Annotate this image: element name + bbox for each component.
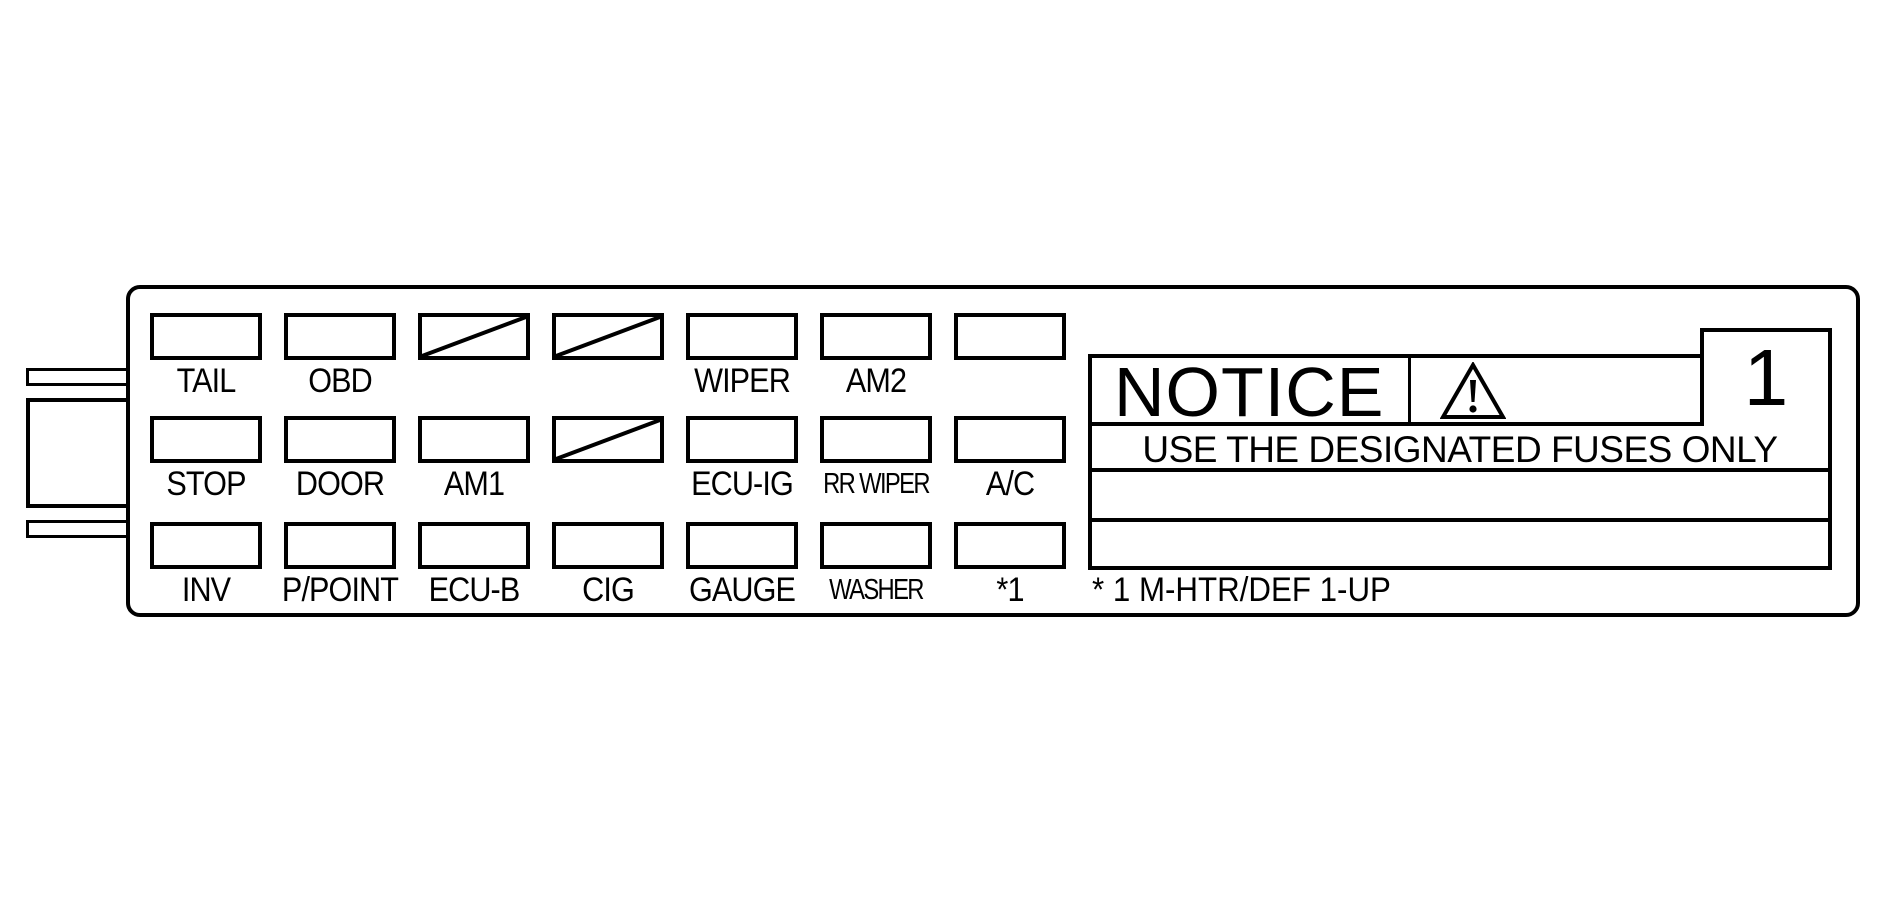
fuse-slot xyxy=(418,522,530,569)
fuse-label: STOP xyxy=(166,465,246,503)
warning-triangle-icon xyxy=(1440,362,1506,419)
fuse-label: DOOR xyxy=(295,465,385,503)
fuse-label: INV xyxy=(181,571,231,609)
fuse-label: WIPER xyxy=(694,362,791,400)
fuse-label: RR WIPER xyxy=(823,468,930,500)
notice-label: NOTICE USE THE DESIGNATED FUSES ONLY xyxy=(1088,354,1832,570)
fuse-label: TAIL xyxy=(176,362,237,400)
fuse-slot xyxy=(954,522,1066,569)
fuse-slot xyxy=(552,522,664,569)
fuse-label: GAUGE xyxy=(688,571,796,609)
fuse-slot xyxy=(150,313,262,360)
notice-blank-row xyxy=(1092,472,1828,522)
fuse-label: ECU-IG xyxy=(691,465,794,503)
fuse-slot xyxy=(686,313,798,360)
fuse-slot-blank xyxy=(418,313,530,360)
fuse-label: CIG xyxy=(582,571,635,609)
blank-slot-diagonal xyxy=(422,317,526,356)
fuse-slot xyxy=(820,313,932,360)
fuse-label: P/POINT xyxy=(281,571,399,609)
fuse-slot-blank xyxy=(552,313,664,360)
connector-tab-top xyxy=(26,368,133,386)
notice-number-box: 1 xyxy=(1700,328,1832,426)
blank-slot-diagonal xyxy=(556,420,660,459)
fuse-slot xyxy=(954,416,1066,463)
fuse-label: OBD xyxy=(308,362,373,400)
fuse-slot xyxy=(820,416,932,463)
fuse-slot xyxy=(284,522,396,569)
fuse-label: ECU-B xyxy=(428,571,521,609)
fuse-slot xyxy=(284,313,396,360)
fuse-slot xyxy=(954,313,1066,360)
fuse-label: AM1 xyxy=(443,465,505,503)
footnote: * 1 M-HTR/DEF 1-UP xyxy=(1092,571,1391,609)
blank-slot-diagonal xyxy=(556,317,660,356)
fuse-label: AM2 xyxy=(845,362,907,400)
connector-tab-bottom xyxy=(26,520,133,538)
fuse-slot xyxy=(150,522,262,569)
notice-text: USE THE DESIGNATED FUSES ONLY xyxy=(1142,429,1778,470)
notice-title: NOTICE xyxy=(1114,353,1385,431)
fuse-slot xyxy=(686,522,798,569)
notice-text-row: USE THE DESIGNATED FUSES ONLY xyxy=(1092,426,1828,472)
notice-header-row: NOTICE xyxy=(1092,353,1828,431)
fuse-slot xyxy=(284,416,396,463)
fuse-slot xyxy=(820,522,932,569)
notice-divider xyxy=(1408,358,1411,426)
fuse-slot-blank xyxy=(552,416,664,463)
connector-tab-body xyxy=(26,398,133,508)
fuse-slot xyxy=(686,416,798,463)
fuse-label: WASHER xyxy=(829,574,924,606)
fuse-label: A/C xyxy=(985,465,1035,503)
fuse-label: *1 xyxy=(996,571,1024,609)
fuse-slot xyxy=(150,416,262,463)
notice-number: 1 xyxy=(1743,333,1789,422)
fuse-slot xyxy=(418,416,530,463)
